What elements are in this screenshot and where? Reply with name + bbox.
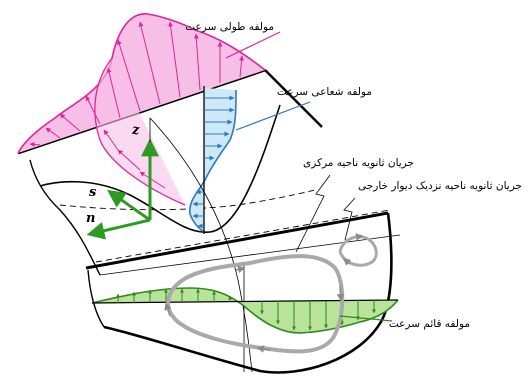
longitudinal-velocity-profile	[17, 13, 266, 206]
longitudinal-profile-inner	[94, 57, 186, 206]
downstream-cross-section	[85, 209, 401, 374]
outer-flow-leader	[343, 197, 356, 241]
radial-velocity-label: مولفه شعاعی سرعت	[277, 86, 372, 98]
downstream-bed	[103, 212, 393, 374]
leader-lines	[225, 31, 393, 322]
longitudinal-velocity-arrows	[29, 21, 245, 189]
radial-leader	[235, 101, 311, 131]
central-flow-leader	[295, 174, 331, 253]
central-secondary-flow-label: جریان ثانویه ناحیه مرکزی	[303, 157, 414, 169]
vertical-velocity-profile	[91, 287, 399, 334]
longitudinal-velocity-label: مولفه طولی سرعت	[185, 21, 274, 33]
s-axis-arrow	[107, 189, 151, 222]
upstream-bed-dashed	[59, 189, 316, 211]
vertical-leader	[339, 315, 393, 322]
n-axis-arrow	[86, 218, 151, 240]
downstream-left-bank	[87, 269, 105, 328]
secondary-flow-loops	[164, 233, 378, 354]
vertical-profile-area	[92, 288, 398, 333]
downstream-upper-edge	[99, 234, 401, 276]
radial-profile-curve	[189, 89, 237, 233]
longitudinal-profile-curve	[17, 13, 266, 154]
longitudinal-profile-area	[18, 13, 265, 154]
longitudinal-leader	[225, 31, 281, 59]
vertical-velocity-label: مولفه قائم سرعت	[389, 318, 470, 330]
outer-loop-arrows	[342, 233, 364, 266]
outer-wall-secondary-flow-loop	[338, 235, 378, 267]
central-loop-arrows	[164, 265, 345, 353]
vertical-velocity-arrows	[116, 288, 376, 331]
n-axis-label: n	[86, 211, 95, 226]
radial-velocity-profile	[189, 86, 237, 234]
diagram-labels: مولفه طولی سرعت مولفه شعاعی سرعت جریان ث…	[185, 21, 522, 330]
vertical-profile-axis	[91, 299, 399, 304]
vertical-profile-curve	[91, 287, 399, 334]
coordinate-axes: z s n	[86, 123, 159, 240]
radial-velocity-arrows	[192, 95, 235, 229]
s-axis-label: s	[89, 185, 97, 200]
upstream-bank-top	[264, 69, 323, 128]
z-axis-label: z	[131, 123, 140, 138]
downstream-water-surface	[85, 211, 389, 270]
left-bank	[29, 159, 101, 276]
outer-wall-secondary-flow-label: جریان ثانویه ناحیه نزدیک دیوار خارجی	[358, 180, 522, 192]
upstream-bed	[39, 104, 281, 233]
